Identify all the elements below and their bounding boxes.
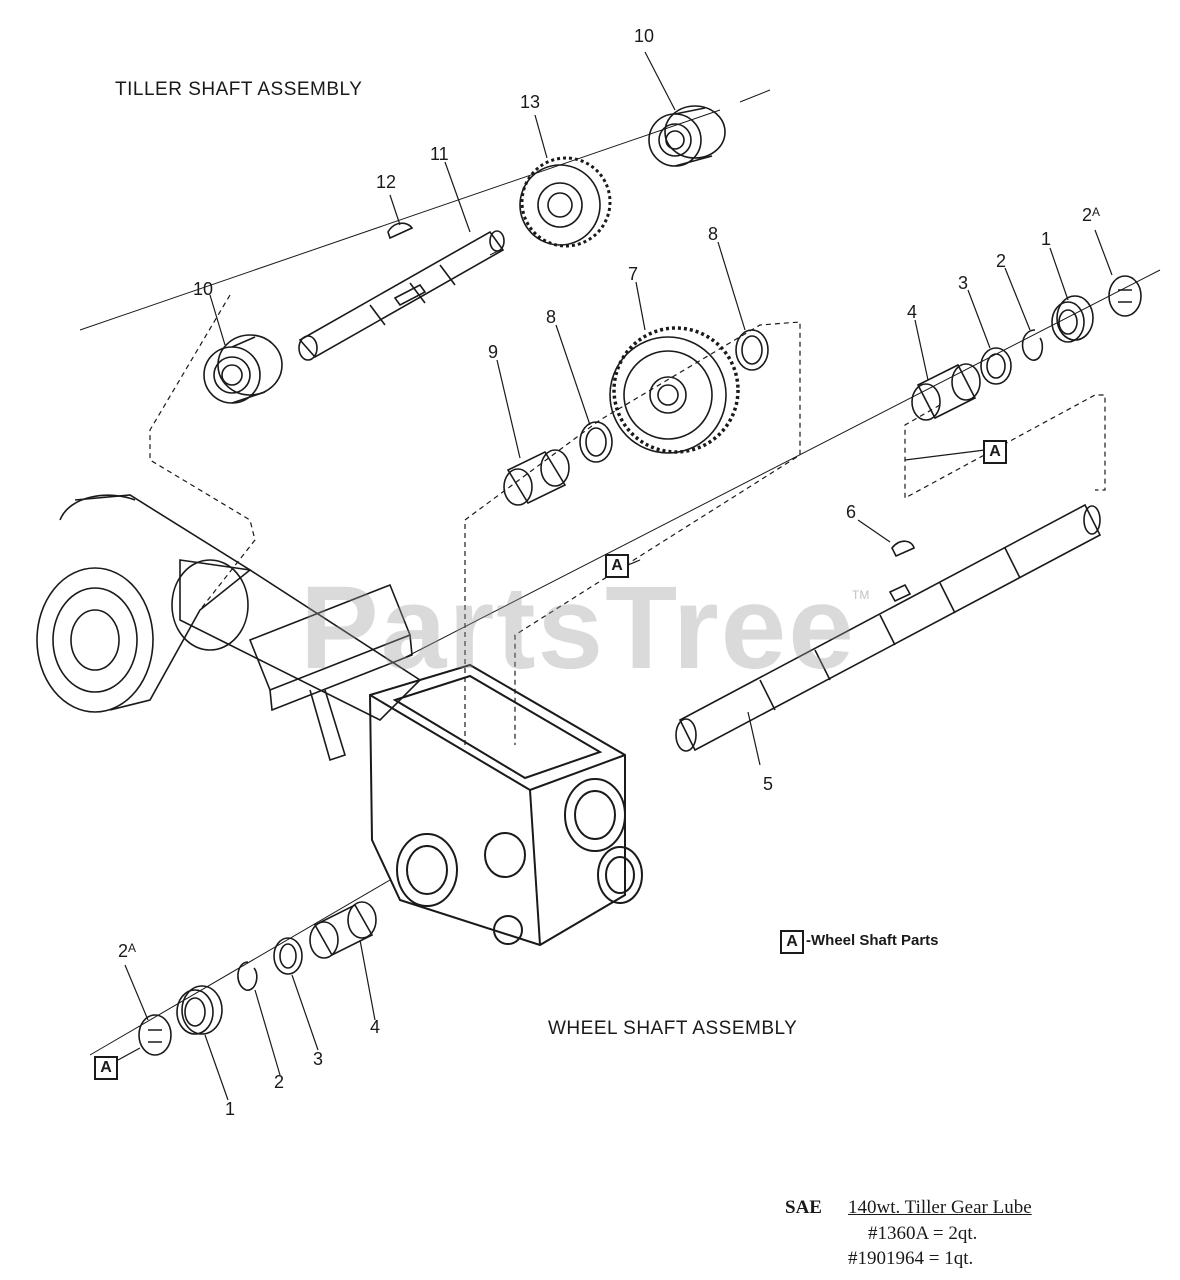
gear-7 [609,326,740,454]
callout-5: 5 [763,774,774,794]
lube-note-prefix: SAE [785,1197,822,1218]
callout-1-left: 1 [225,1099,236,1119]
tiller-shaft-11 [298,230,505,361]
bearing-10-top [648,105,726,167]
retainer-2-right [1021,329,1044,361]
callout-2-left: 2 [274,1072,285,1092]
callout-10-left: 10 [193,279,214,299]
wheel-shaft-5 [675,503,1102,752]
callout-9: 9 [488,342,499,362]
callout-4-right: 4 [907,302,918,322]
callout-8-right: 8 [708,224,719,244]
callout-3-left: 3 [313,1049,324,1069]
box-a-left: A [94,1056,118,1080]
callout-4-left: 4 [370,1017,381,1037]
callout-6: 6 [846,502,857,522]
lube-note-line3: #1901964 = 1qt. [848,1248,974,1269]
retainer-2-left [237,961,258,991]
watermark-tm: TM [852,588,870,602]
clip-2a-left [138,1014,172,1056]
callout-1-right: 1 [1041,229,1052,249]
lube-note-line2: #1360A = 2qt. [868,1223,978,1244]
key-6 [891,540,915,558]
callout-2-right: 2 [996,251,1007,271]
axle-housing-left [36,494,422,721]
callout-11: 11 [430,144,449,164]
box-a-right: A [983,440,1007,464]
callout-2a-right: 2A [1082,205,1101,225]
mount-bracket [248,583,413,762]
legend-box-a: A [780,930,804,954]
callout-10-top: 10 [634,26,655,46]
bearing-10-left [203,334,283,404]
bearing-1-left [176,985,223,1035]
callout-13: 13 [520,92,541,112]
callout-8-left: 8 [546,307,557,327]
box-a-center: A [605,554,629,578]
key-12 [387,222,414,240]
lube-note-line1: 140wt. Tiller Gear Lube [848,1197,1032,1218]
washer-3-right [980,347,1012,385]
wheel-shaft-assembly-title: WHEEL SHAFT ASSEMBLY [548,1018,798,1039]
group-outline-right [904,394,1106,500]
callout-12: 12 [376,172,397,192]
bushing-4-left [309,901,377,959]
legend-text: -Wheel Shaft Parts [806,932,939,949]
group-outline-center [464,321,801,745]
clip-2a-right [1108,275,1142,317]
callout-3-right: 3 [958,273,969,293]
gear-13 [519,156,612,248]
tiller-shaft-assembly-title: TILLER SHAFT ASSEMBLY [115,79,363,100]
leader-lines [117,51,1113,1101]
washer-8-right [735,329,769,371]
callout-7: 7 [628,264,639,284]
bushing-9 [503,449,570,506]
callout-2a-left: 2A [118,941,137,961]
washer-8-left [579,421,613,463]
bearing-1-right [1051,295,1094,343]
washer-3-left [273,937,303,975]
bushing-4-right [911,363,981,421]
partstree-watermark: PartsTree [300,562,856,694]
gear-case [368,663,643,947]
group-outline-left [149,294,256,611]
